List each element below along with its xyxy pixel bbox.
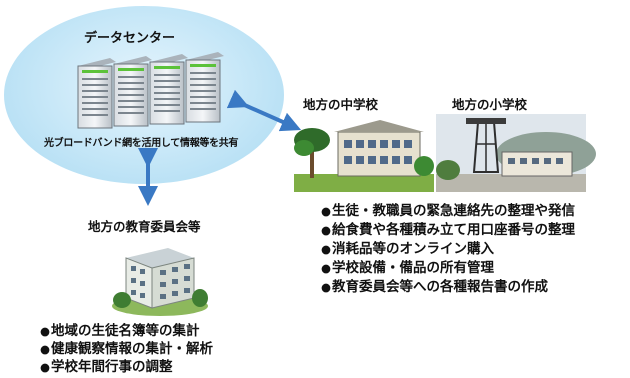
- board-task-text: 地域の生徒名簿等の集計: [51, 323, 200, 339]
- school-task-text: 生徒・教職員の緊急連絡先の整理や発信: [332, 203, 576, 219]
- server-racks-icon: [77, 52, 224, 129]
- double-arrow-icon: [226, 89, 302, 132]
- school-task-text: 教育委員会等への各種報告書の作成: [332, 279, 549, 295]
- school-task-text: 学校設備・備品の所有管理: [332, 260, 495, 276]
- education-board-building-icon: [112, 248, 208, 316]
- list-item: ●給食費や各種積み立て用口座番号の整理: [321, 221, 575, 240]
- middle-school-label: 地方の中学校: [303, 97, 379, 112]
- school-task-text: 消耗品等のオンライン購入: [332, 241, 495, 257]
- bullet-icon: ●: [321, 280, 332, 294]
- list-item: ●健康観察情報の集計・解析: [40, 340, 213, 358]
- bullet-icon: ●: [321, 242, 332, 256]
- list-item: ●消耗品等のオンライン購入: [321, 240, 575, 259]
- data-center-title: データセンター: [84, 31, 176, 46]
- school-task-list: ●生徒・教職員の緊急連絡先の整理や発信 ●給食費や各種積み立て用口座番号の整理 …: [321, 202, 575, 297]
- education-board-label: 地方の教育委員会等: [88, 219, 201, 234]
- board-task-text: 健康観察情報の集計・解析: [51, 341, 214, 357]
- bullet-icon: ●: [40, 360, 51, 374]
- server-rack: [77, 58, 116, 129]
- middle-school-building-icon: [294, 120, 434, 192]
- board-task-text: 学校年間行事の調整: [51, 359, 173, 375]
- list-item: ●学校年間行事の調整: [40, 358, 213, 376]
- server-rack: [113, 56, 152, 127]
- elementary-school-label: 地方の小学校: [452, 97, 528, 112]
- bullet-icon: ●: [40, 342, 51, 356]
- bullet-icon: ●: [321, 261, 332, 275]
- list-item: ●地域の生徒名簿等の集計: [40, 322, 213, 340]
- school-task-text: 給食費や各種積み立て用口座番号の整理: [332, 222, 576, 238]
- board-task-list: ●地域の生徒名簿等の集計 ●健康観察情報の集計・解析 ●学校年間行事の調整: [40, 322, 213, 376]
- bullet-icon: ●: [321, 204, 332, 218]
- bullet-icon: ●: [40, 324, 51, 338]
- list-item: ●教育委員会等への各種報告書の作成: [321, 278, 575, 297]
- list-item: ●学校設備・備品の所有管理: [321, 259, 575, 278]
- elementary-school-building-icon: [436, 114, 596, 192]
- server-rack: [185, 52, 224, 123]
- server-rack: [149, 54, 188, 125]
- list-item: ●生徒・教職員の緊急連絡先の整理や発信: [321, 202, 575, 221]
- bullet-icon: ●: [321, 223, 332, 237]
- data-center-caption: 光ブロードバンド網を活用して情報等を共有: [44, 138, 239, 149]
